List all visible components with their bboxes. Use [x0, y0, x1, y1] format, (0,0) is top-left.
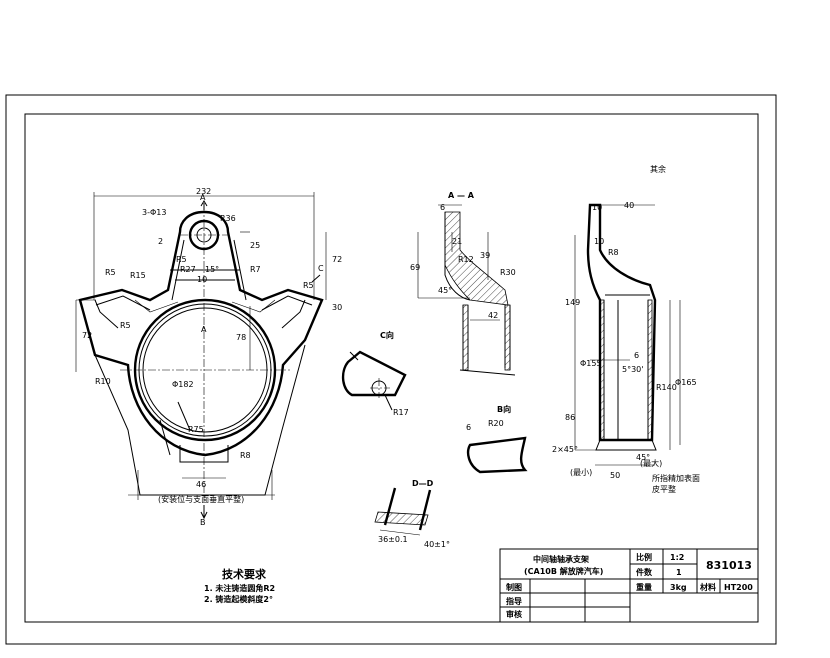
- side-r140: R140: [656, 383, 677, 392]
- tech-title: 技术要求: [222, 567, 267, 581]
- r10-label: R10: [95, 377, 111, 386]
- tech-item-2: 2. 铸造起模斜度2°: [204, 594, 273, 604]
- r5-left: R5: [105, 268, 116, 277]
- aa-r12: R12: [458, 255, 474, 264]
- side-min: (最小): [570, 468, 592, 477]
- r75-label: R75: [188, 425, 204, 434]
- side-dim-40: 40: [624, 201, 634, 210]
- side-angle: 5°30': [622, 365, 643, 374]
- dim-2: 2: [158, 237, 163, 246]
- view-b-title: B向: [497, 404, 511, 414]
- side-dim-10: 10: [592, 203, 602, 212]
- material-value: HT200: [724, 583, 753, 592]
- tech-requirements: 技术要求 1. 未注铸造圆角R2 2. 铸造起模斜度2°: [204, 567, 275, 604]
- side-note-2: 皮平整: [652, 484, 676, 494]
- side-dia-155: Φ155: [580, 359, 602, 368]
- side-dia-165: Φ165: [675, 378, 697, 387]
- outer-border: [5, 94, 777, 645]
- dim-72-right: 72: [332, 255, 342, 264]
- side-dim-50: 50: [610, 471, 620, 480]
- aa-dim-21: 21: [452, 237, 462, 246]
- side-dim-86: 86: [565, 413, 575, 422]
- r27-label: R27: [180, 265, 196, 274]
- part-subtitle: (CA10B 解放牌汽车): [524, 566, 603, 576]
- dd-angle: 40±1°: [424, 540, 450, 549]
- part-name: 中间轴轴承支架: [533, 554, 589, 564]
- dim-25: 25: [250, 241, 260, 250]
- side-note-1: 所指精加表面: [652, 473, 700, 483]
- view-b-dim-6: 6: [466, 423, 471, 432]
- front-view: 232 3-Φ13 R36 2 25 R5 15° R7 10 R27 R15 …: [75, 187, 342, 527]
- side-max: (最大): [640, 458, 662, 468]
- section-aa: A — A 6 21 R12 39 R30 69 45° 42: [410, 191, 516, 376]
- r5-top: R5: [176, 255, 187, 264]
- side-view: 10 40 10 R8 149 6 Φ155 5°30' R140 Φ165 8…: [552, 164, 700, 494]
- aa-dim-6: 6: [440, 203, 445, 212]
- drawing-number: 831013: [706, 559, 752, 572]
- guide-label: 指导: [506, 596, 522, 606]
- section-dd: D—D 36±0.1 40±1°: [374, 479, 450, 549]
- dim-30: 30: [332, 303, 342, 312]
- material-label: 材料: [700, 582, 716, 592]
- view-b-r20: R20: [488, 419, 504, 428]
- dim-72-left: 72: [82, 331, 92, 340]
- dim-46: 46: [196, 480, 206, 489]
- dim-10: 10: [197, 275, 207, 284]
- view-c: C向 R17: [341, 330, 409, 417]
- side-dim-149: 149: [565, 298, 580, 307]
- dia-182: Φ182: [172, 380, 194, 389]
- qty-value: 1: [676, 568, 682, 577]
- review-label: 审核: [506, 609, 522, 619]
- r5-r: R5: [120, 321, 131, 330]
- title-block: 中间轴轴承支架 (CA10B 解放牌汽车) 比例 1:2 件数 1 831013…: [499, 548, 759, 623]
- view-c-title: C向: [380, 330, 394, 340]
- dd-dim-36: 36±0.1: [378, 535, 408, 544]
- aa-dim-69: 69: [410, 263, 420, 272]
- aa-angle-45: 45°: [438, 286, 452, 295]
- side-dim-6: 6: [634, 351, 639, 360]
- weight-value: 3kg: [670, 583, 687, 592]
- view-c-r17: R17: [393, 408, 409, 417]
- side-dim-10b: 10: [594, 237, 604, 246]
- roughness-note: 其余: [650, 164, 666, 174]
- r15-label: R15: [130, 271, 146, 280]
- side-r8: R8: [608, 248, 619, 257]
- section-b-bottom: B: [200, 518, 206, 527]
- hole-label: 3-Φ13: [142, 208, 166, 217]
- aa-dim-42: 42: [488, 311, 498, 320]
- scale-value: 1:2: [670, 553, 684, 562]
- bottom-note: (安装位与支面垂直平整): [158, 494, 244, 504]
- weight-label: 重量: [636, 582, 652, 592]
- r8-label: R8: [240, 451, 251, 460]
- qty-label: 件数: [636, 567, 653, 577]
- drawn-label: 制图: [506, 582, 522, 592]
- view-b: B向 6 R20: [466, 404, 528, 474]
- section-dd-title: D—D: [412, 479, 434, 488]
- tech-item-1: 1. 未注铸造圆角R2: [204, 583, 275, 593]
- inner-border: [24, 113, 759, 623]
- section-a-top: A: [200, 193, 206, 202]
- r7-label: R7: [250, 265, 261, 274]
- side-angle-45: 45°: [636, 453, 650, 462]
- r36-label: R36: [220, 214, 236, 223]
- side-chamfer: 2×45°: [552, 445, 578, 454]
- dim-78: 78: [236, 333, 246, 342]
- center-a: A: [201, 325, 207, 334]
- aa-r30: R30: [500, 268, 516, 277]
- section-aa-title: A — A: [448, 191, 475, 200]
- section-c: C: [318, 264, 324, 273]
- scale-label: 比例: [636, 552, 652, 562]
- r5-right: R5: [303, 281, 314, 290]
- aa-dim-39: 39: [480, 251, 490, 260]
- dim-232: 232: [196, 187, 211, 196]
- angle-15: 15°: [205, 265, 219, 274]
